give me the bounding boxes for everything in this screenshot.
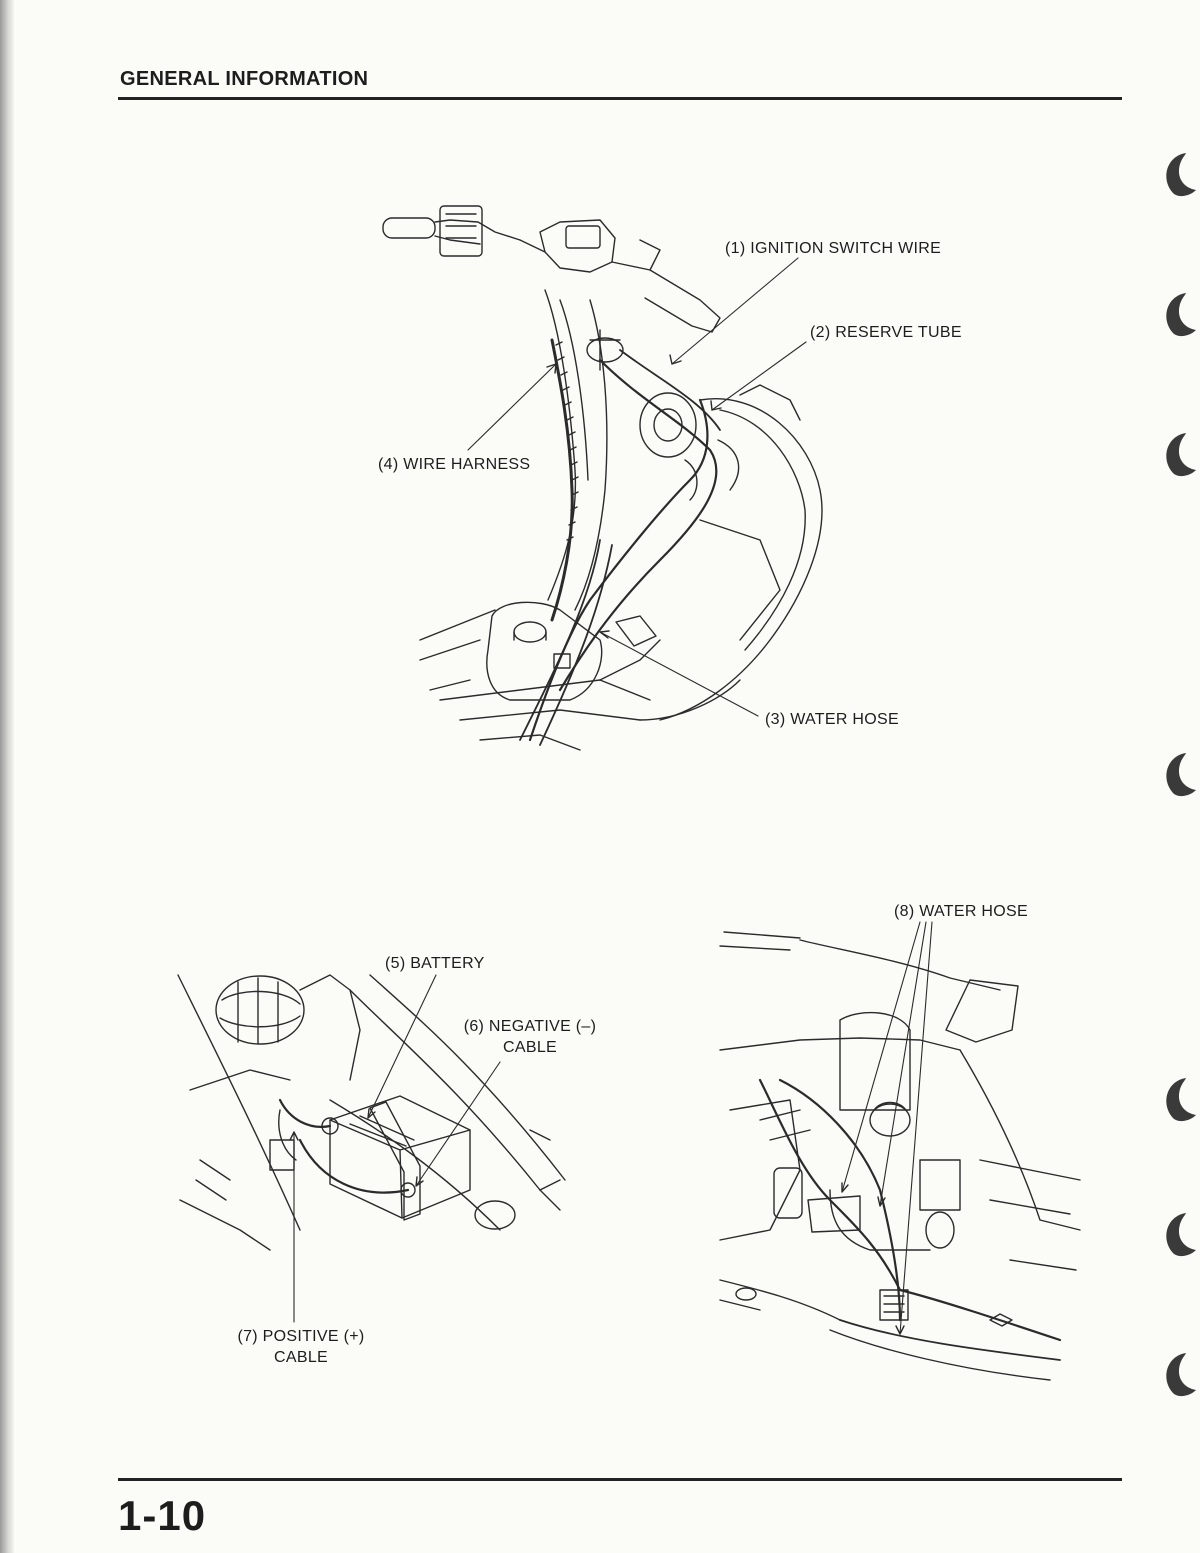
top-figure-drawing [382,205,823,751]
page-number: 1-10 [118,1492,207,1539]
binder-ring-icon [1166,293,1196,337]
callout-negative-cable-line1: (6) NEGATIVE (–) [463,1018,597,1035]
binder-ring-icon [1166,753,1196,797]
callout-wire-harness: (4) WIRE HARNESS [378,456,531,473]
callout-water-hose-top: (3) WATER HOSE [765,711,899,728]
binder-ring-icon [1166,1213,1196,1257]
bottom-right-figure-drawing [719,921,1081,1381]
footer-rule [118,1478,1122,1481]
callout-negative-cable: (6) NEGATIVE (–) CABLE [455,1016,605,1058]
callout-positive-cable-line1: (7) POSITIVE (+) [237,1328,365,1345]
bottom-left-figure-drawing [177,974,566,1323]
binder-ring-icon [1166,1353,1196,1397]
section-title: GENERAL INFORMATION [120,68,369,90]
callout-positive-cable: (7) POSITIVE (+) CABLE [236,1326,366,1368]
callout-water-hose-bottom: (8) WATER HOSE [894,903,1028,920]
page-binding-edge [0,0,14,1553]
callout-positive-cable-line2: CABLE [274,1349,328,1366]
binder-ring-icon [1166,153,1196,197]
binder-ring-icon [1166,1078,1196,1122]
callout-reserve-tube: (2) RESERVE TUBE [810,324,962,341]
callout-negative-cable-line2: CABLE [503,1039,557,1056]
callout-ignition-switch-wire: (1) IGNITION SWITCH WIRE [725,240,942,257]
callout-battery: (5) BATTERY [385,955,485,972]
binder-ring-icon [1166,433,1196,477]
header-rule [118,97,1122,100]
